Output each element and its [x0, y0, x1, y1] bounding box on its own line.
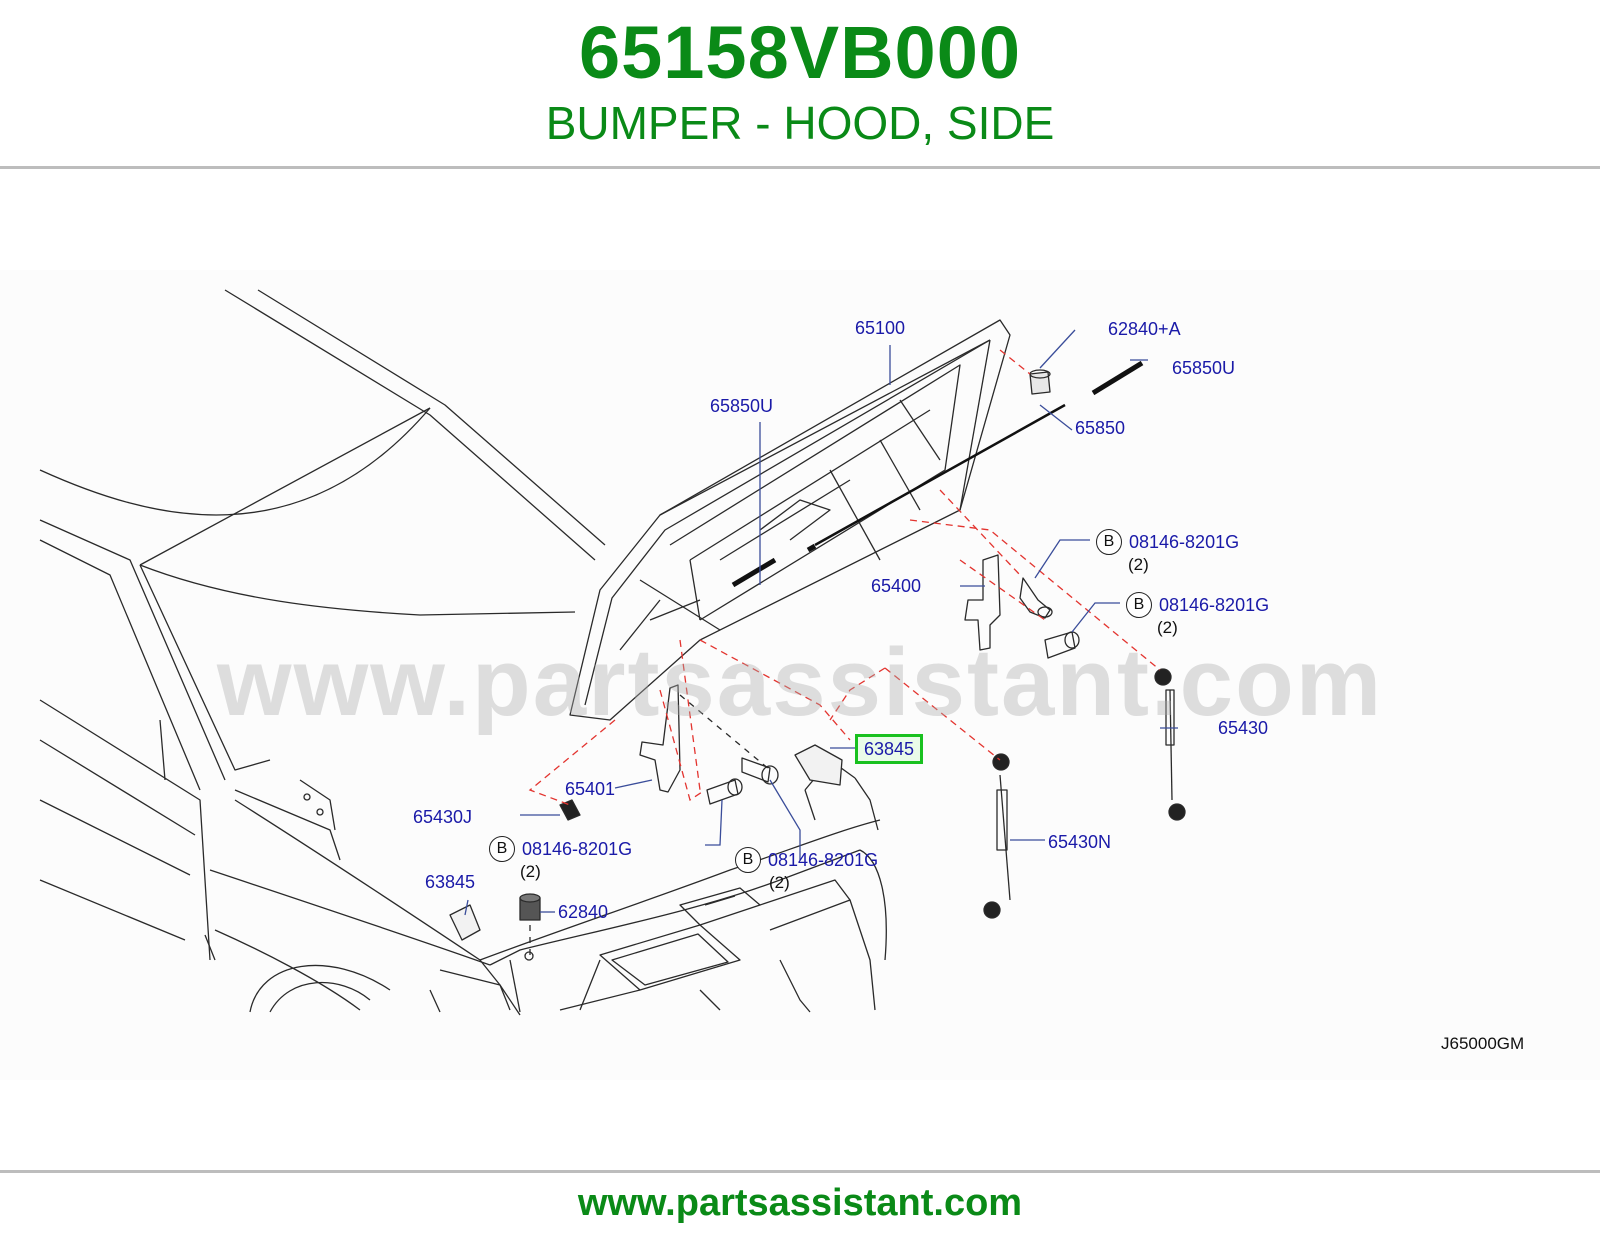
- quantity-label: (2): [1128, 555, 1149, 574]
- bolt-group-b-badge: B: [1096, 529, 1122, 555]
- callout-bumper-rubber-62840-plus-a[interactable]: 62840+A: [1108, 319, 1181, 339]
- footer-site-link[interactable]: www.partsassistant.com: [577, 1182, 1023, 1224]
- side-bumper-63845-lower: [449, 904, 481, 941]
- diagram-code-label: J65000GM: [1441, 1034, 1525, 1053]
- callout-bumper-rubber-62840[interactable]: 62840: [558, 902, 609, 922]
- callout-bolt-08146-8201g-1[interactable]: 08146-8201G: [1129, 532, 1240, 552]
- bolt-group-b-badge: B: [735, 847, 761, 873]
- callout-side-bumper-63845-highlighted[interactable]: 63845: [855, 734, 924, 764]
- footer-divider: [0, 1170, 1600, 1173]
- assembly-guide-lines: [528, 349, 1161, 806]
- callout-seal-65850u-right[interactable]: 65850U: [1172, 358, 1236, 378]
- callout-bolt-08146-8201g-2[interactable]: 08146-8201G: [1159, 595, 1270, 615]
- callout-leader-lines: [464, 329, 1178, 916]
- callout-bolt-08146-8201g-3[interactable]: 08146-8201G: [522, 839, 633, 859]
- bolt-group-b-badge: B: [489, 836, 515, 862]
- part-name-subtitle: BUMPER - HOOD, SIDE: [545, 97, 1055, 149]
- hood-seal-strips: [731, 360, 1144, 588]
- callout-hinge-65401[interactable]: 65401: [565, 779, 616, 799]
- header-divider: [0, 166, 1600, 169]
- bolt-group-b-badge: B: [1126, 592, 1152, 618]
- callout-side-bumper-63845-lower[interactable]: 63845: [425, 872, 476, 892]
- vehicle-body-outline: [39, 289, 887, 1016]
- callout-seal-65850u-left[interactable]: 65850U: [710, 396, 774, 416]
- stay-clip-65430J: [559, 799, 581, 821]
- quantity-label: (2): [1157, 618, 1178, 637]
- page-header: 65158VB000 BUMPER - HOOD, SIDE: [0, 0, 1600, 168]
- callout-hood-65100[interactable]: 65100: [855, 318, 906, 338]
- side-bumper-63845-upper: [794, 744, 843, 786]
- quantity-label: (2): [769, 873, 790, 892]
- callout-bolt-08146-8201g-4[interactable]: 08146-8201G: [768, 850, 879, 870]
- part-number-title: 65158VB000: [578, 11, 1022, 94]
- callout-seal-strip-65850[interactable]: 65850: [1075, 418, 1126, 438]
- callout-stay-65430[interactable]: 65430: [1218, 718, 1269, 738]
- bumper-rubber-62840-plus-a: [1029, 369, 1051, 395]
- callout-stay-65430n[interactable]: 65430N: [1048, 832, 1112, 852]
- bolts-08146-8201G: [706, 577, 1080, 805]
- quantity-label: (2): [520, 862, 541, 881]
- hood-hinge-right-65400: [964, 554, 1001, 651]
- centerline-dashes: [529, 694, 771, 960]
- bumper-rubber-62840: [519, 893, 541, 921]
- diagram-background: [0, 270, 1600, 1080]
- hood-hinge-left-65401: [639, 684, 681, 793]
- hood-stay-left-65430N: [983, 753, 1011, 919]
- hood-panel-65100: [569, 319, 1011, 721]
- hood-stay-right-65430: [1154, 668, 1186, 821]
- callout-hinge-65400[interactable]: 65400: [871, 576, 922, 596]
- callout-stay-clip-65430j[interactable]: 65430J: [413, 807, 473, 827]
- watermark: www.partsassistant.com: [216, 629, 1384, 736]
